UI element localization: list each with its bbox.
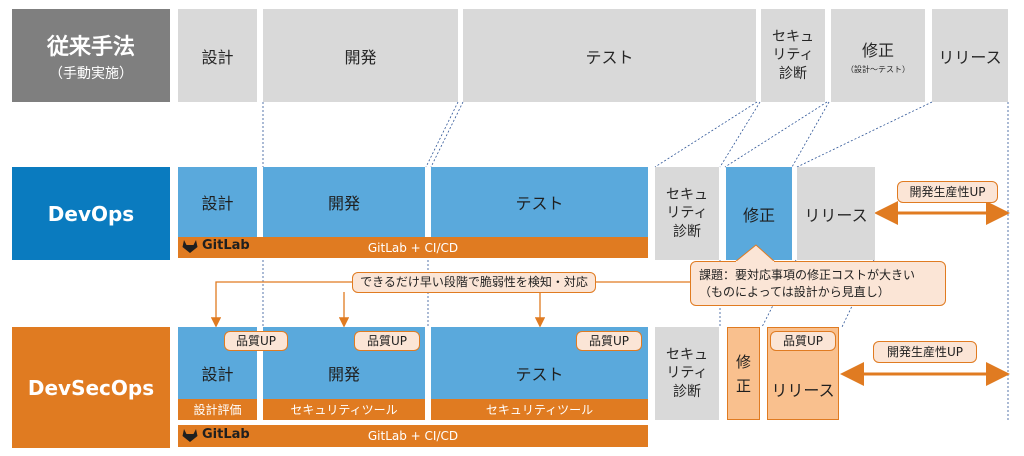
issue-callout-line2: （ものによっては設計から見直し） — [699, 284, 890, 299]
devops-test: テスト — [431, 167, 648, 237]
quality-callout-design: 品質UP — [224, 331, 288, 351]
devsecops-fix: 修 正 — [727, 327, 760, 420]
devsecops-productivity-callout: 開発生産性UP — [873, 341, 977, 363]
devsecops-gitlab-logo-text: GitLab — [202, 427, 250, 442]
traditional-security-line2: リティ — [772, 47, 814, 64]
devsecops-security-line2: リティ — [666, 365, 708, 382]
devops-gitlab-logo: GitLab — [182, 238, 250, 253]
gitlab-fox-icon — [182, 239, 198, 253]
traditional-dev: 開発 — [263, 9, 458, 102]
devops-security: セキュ リティ 診断 — [655, 167, 719, 260]
devsecops-fix-char1: 修 — [735, 352, 751, 371]
early-detection-arrows — [210, 281, 690, 328]
devsecops-release-label: リリース — [771, 380, 835, 400]
traditional-design: 設計 — [178, 9, 257, 102]
devops-security-line1: セキュ — [666, 187, 708, 204]
traditional-fix-label: 修正 — [861, 40, 894, 60]
devsecops-dev-label: 開発 — [327, 365, 360, 384]
quality-callout-dev: 品質UP — [354, 331, 420, 351]
issue-callout-line1: 課題：要対応事項の修正コストが大きい — [699, 268, 916, 283]
early-detection-callout: できるだけ早い段階で脆弱性を検知・対応 — [352, 272, 596, 293]
devsecops-security-line1: セキュ — [666, 347, 708, 364]
traditional-header: 従来手法 （手動実施） — [12, 9, 170, 102]
devops-productivity-callout: 開発生産性UP — [897, 181, 998, 203]
devsecops-design-eval-bar: 設計評価 — [178, 399, 257, 420]
devsecops-security-line3: 診断 — [673, 383, 701, 400]
traditional-security-line1: セキュ — [772, 29, 814, 46]
quality-callout-test: 品質UP — [576, 331, 642, 351]
devsecops-gitlab-bar-label: GitLab + CI/CD — [367, 429, 459, 443]
devops-gitlab-bar-label: GitLab + CI/CD — [367, 240, 459, 255]
devsecops-security: セキュ リティ 診断 — [655, 327, 719, 420]
devops-security-line3: 診断 — [673, 223, 701, 240]
issue-callout: 課題：要対応事項の修正コストが大きい （ものによっては設計から見直し） — [690, 261, 946, 306]
devsecops-gitlab-bar: GitLab + CI/CD — [178, 425, 648, 447]
devops-fix: 修正 — [726, 167, 792, 260]
traditional-security: セキュ リティ 診断 — [761, 9, 825, 102]
devsecops-design-label: 設計 — [201, 365, 234, 384]
devsecops-sec-tool-bar-2: セキュリティツール — [431, 399, 648, 420]
devsecops-header: DevSecOps — [12, 327, 170, 448]
traditional-test: テスト — [463, 9, 756, 102]
gitlab-fox-icon — [182, 428, 198, 442]
devops-dev: 開発 — [263, 167, 425, 237]
devops-gitlab-logo-text: GitLab — [202, 238, 250, 253]
traditional-security-line3: 診断 — [779, 65, 807, 82]
traditional-release: リリース — [932, 9, 1008, 102]
devops-design: 設計 — [178, 167, 257, 237]
traditional-fix-sub: （設計〜テスト） — [846, 64, 910, 74]
traditional-fix: 修正 （設計〜テスト） — [831, 9, 925, 102]
devops-release: リリース — [797, 167, 875, 260]
quality-callout-release: 品質UP — [770, 331, 836, 351]
traditional-subtitle: （手動実施） — [49, 65, 133, 82]
devops-security-line2: リティ — [666, 205, 708, 222]
devsecops-test-label: テスト — [515, 365, 564, 384]
devsecops-gitlab-logo: GitLab — [182, 427, 250, 442]
devsecops-sec-tool-bar-1: セキュリティツール — [263, 399, 425, 420]
devops-header: DevOps — [12, 167, 170, 260]
devsecops-fix-char2: 正 — [735, 376, 751, 395]
traditional-title: 従来手法 — [46, 34, 135, 60]
devops-gitlab-bar: GitLab + CI/CD — [178, 237, 648, 258]
